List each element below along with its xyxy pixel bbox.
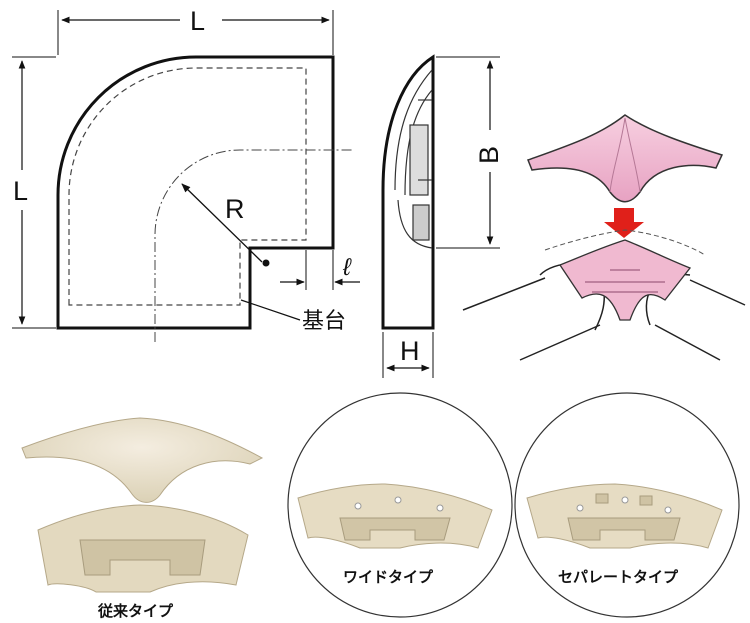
ell-label: ℓ — [342, 254, 352, 281]
side-section — [394, 69, 433, 249]
elbow-side-view: B H — [381, 54, 504, 378]
b-label: B — [474, 146, 504, 164]
h-label: H — [400, 336, 420, 366]
conventional-type: 従来タイプ — [21, 417, 264, 620]
base-label: 基台 — [302, 309, 346, 334]
conventional-caption: 従来タイプ — [97, 602, 174, 620]
conventional-cover — [21, 417, 264, 503]
wide-type: ワイドタイプ — [287, 392, 513, 618]
elbow-outline — [56, 55, 335, 330]
top-length-label: L — [190, 6, 205, 36]
left-length-label: L — [13, 176, 28, 206]
elbow-top-view: R L L ℓ 基台 — [12, 6, 360, 342]
pink-cover — [527, 114, 724, 203]
separate-type: セパレートタイプ — [514, 392, 740, 618]
down-arrow-icon — [604, 208, 644, 238]
radius-label: R — [225, 194, 245, 224]
separate-caption: セパレートタイプ — [558, 568, 679, 586]
wide-caption: ワイドタイプ — [343, 568, 434, 586]
elbow-inner-dashed — [68, 67, 307, 306]
install-illustration — [462, 114, 746, 361]
pink-base — [559, 239, 692, 321]
